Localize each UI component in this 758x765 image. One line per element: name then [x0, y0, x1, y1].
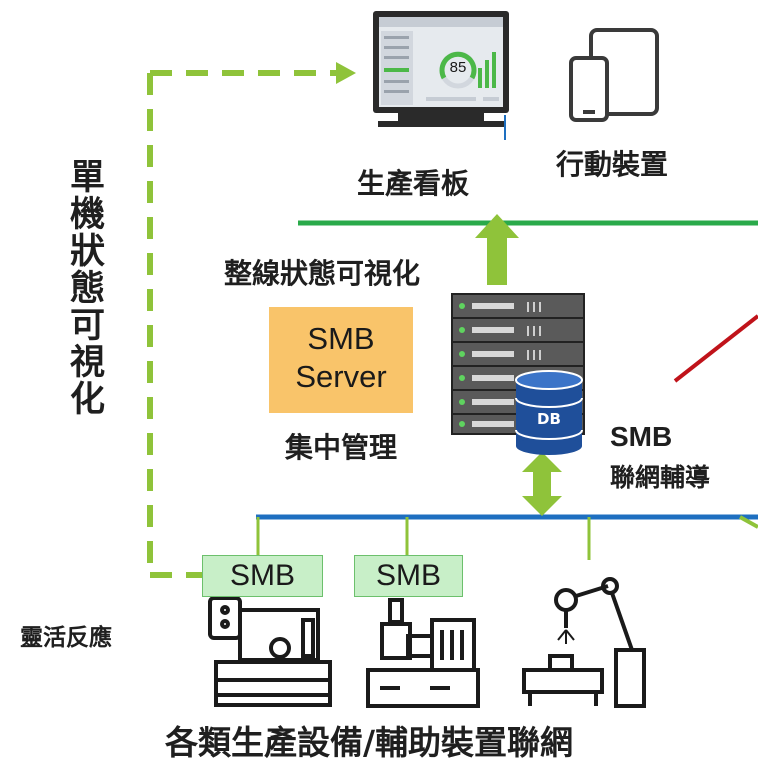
smb-gateway-2: SMB	[354, 555, 463, 597]
smb-label: SMB	[610, 421, 673, 452]
network-drops	[256, 517, 591, 560]
server-line1: SMB	[307, 321, 375, 356]
dashboard-label: 生產看板	[357, 167, 470, 200]
red-connection-line	[673, 314, 758, 383]
db-label: DB	[537, 410, 561, 428]
gauge-value: 85	[449, 59, 467, 76]
cnc-lathe-icon	[208, 596, 332, 707]
networking-label: 聯網輔導	[610, 463, 711, 492]
mobile-label: 行動裝置	[556, 148, 669, 181]
whole-line-label: 整線狀態可視化	[224, 257, 421, 290]
dashed-arrow-head	[336, 62, 356, 84]
robot-spark-icon	[557, 629, 575, 644]
double-arrow	[522, 452, 562, 516]
bottom-network-tail	[739, 515, 758, 529]
up-arrow	[475, 214, 519, 285]
database-icon	[515, 370, 583, 455]
central-label: 集中管理	[285, 431, 398, 464]
mobile-devices-icon	[569, 28, 659, 122]
server-line2: Server	[295, 359, 387, 394]
smb-server-box: SMB Server	[269, 307, 413, 413]
dashboard-monitor-icon	[373, 11, 509, 140]
robot-arm-icon	[522, 577, 646, 708]
single-machine-label: 單機狀態可視化	[64, 158, 104, 417]
smb-gateway-1: SMB	[202, 555, 323, 597]
flexible-label: 靈活反應	[20, 625, 112, 651]
feedback-dashed-path	[147, 70, 338, 578]
equipment-label: 各類生產設備/輔助裝置聯網	[165, 723, 574, 762]
injection-machine-icon	[366, 598, 480, 708]
